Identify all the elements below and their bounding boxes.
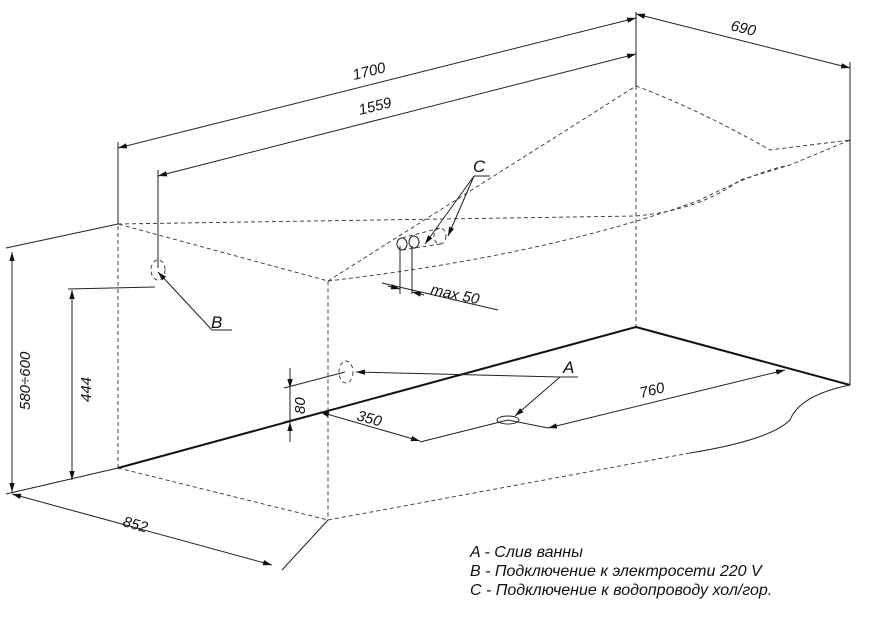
drain-outlet-point: [338, 360, 354, 384]
dim-80: 80: [292, 397, 309, 414]
dimension-lines: [9, 13, 851, 566]
dim-350: 350: [355, 407, 384, 430]
dim-line-350: [319, 411, 421, 442]
connection-points: [150, 227, 520, 425]
legend-item-b: B - Подключение к электросети 220 V: [470, 563, 762, 580]
tub-visible-edges: [117, 140, 851, 469]
dim-line-760: [547, 369, 786, 429]
dim-line-852: [11, 493, 273, 566]
water-pipe-right: [408, 235, 420, 249]
dim-line-1700: [117, 17, 637, 149]
tub-hidden-lines: [117, 85, 851, 521]
water-pipe-back: [433, 227, 447, 245]
label-b: B: [211, 313, 222, 332]
electric-connection-point: [150, 259, 166, 281]
legend-item-c: C - Подключение к водопроводу хол/гор.: [470, 582, 773, 599]
dim-line-690: [635, 13, 851, 69]
water-pipe-left: [396, 237, 408, 251]
legend-item-a: A - Слив ванны: [470, 544, 583, 561]
dim-line-max-left: [387, 284, 401, 290]
leader-lines: [157, 175, 578, 417]
label-c: C: [473, 157, 486, 176]
dim-line-max-right: [411, 291, 425, 297]
dim-580-600: 580÷600: [17, 351, 34, 410]
dim-1700: 1700: [351, 59, 388, 84]
legend: A - Слив ванны B - Подключение к электро…: [470, 543, 772, 600]
drain-point: [496, 415, 520, 425]
dim-444: 444: [78, 377, 95, 402]
dim-852: 852: [121, 513, 150, 536]
label-a: A: [562, 358, 574, 377]
dim-760: 760: [638, 379, 667, 402]
dim-line-1559: [157, 53, 637, 177]
extension-lines: [5, 12, 851, 571]
dim-1559: 1559: [357, 94, 394, 119]
dim-max-50: max 50: [429, 281, 481, 308]
dim-690: 690: [729, 17, 758, 40]
